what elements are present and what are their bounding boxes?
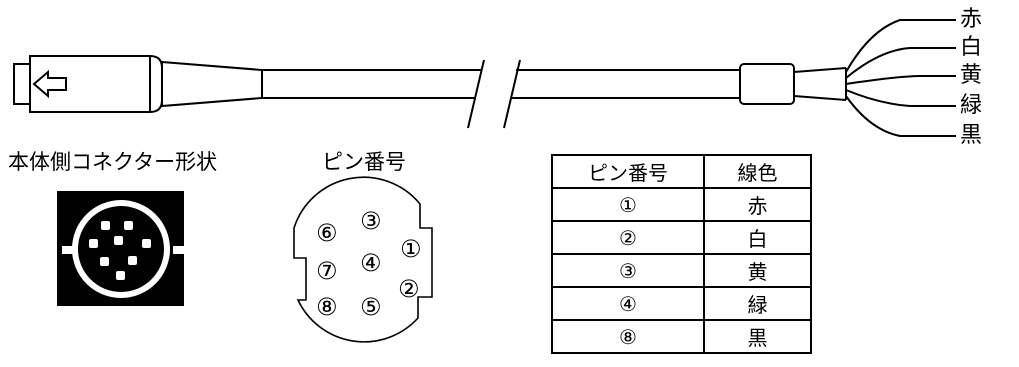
pin-color-table: ピン番号 線色 ① 赤 ② 白 ③ 黄 ④ 緑 ⑧ 黒 [551,154,812,354]
cable-ferrule [739,63,795,105]
plug-tip [13,63,31,105]
pin-2: ② [398,275,420,303]
pin-8: ⑧ [316,293,338,321]
break-mark [503,59,521,129]
connector-face [57,191,185,306]
table-header-pin: ピン番号 [551,154,705,189]
wire-label-yellow: 黄 [960,63,983,88]
table-cell-pin: ① [551,187,705,222]
arrow-left-icon [32,69,67,99]
pin-5: ⑤ [360,293,382,321]
table-row: ③ 黄 [551,253,812,288]
table-cell-pin: ⑧ [551,319,705,354]
table-cell-pin: ② [551,220,705,255]
table-cell-pin: ④ [551,286,705,321]
wire-black [845,95,956,137]
table-cell-color: 白 [703,220,812,255]
table-header-color: 線色 [703,154,812,189]
plug-boot [161,60,263,108]
table-cell-pin: ③ [551,253,705,288]
table-cell-color: 黄 [703,253,812,288]
wire-white [845,47,956,79]
wire-red [845,19,956,73]
wire-label-white: 白 [960,35,983,60]
pin-1: ① [400,235,422,263]
connector-shape-label: 本体側コネクター形状 [8,150,218,174]
table-row: ② 白 [551,220,812,255]
pin-7: ⑦ [316,257,338,285]
table-row: ① 赤 [551,187,812,222]
wire-label-green: 緑 [960,93,983,118]
pin-6: ⑥ [316,219,338,247]
break-mark [467,59,485,129]
wire-label-black: 黒 [960,123,983,148]
wire-label-red: 赤 [960,7,983,32]
table-row: ⑧ 黒 [551,319,812,354]
table-cell-color: 緑 [703,286,812,321]
table-row: ④ 緑 [551,286,812,321]
pin-number-label: ピン番号 [322,150,406,174]
wire-yellow [845,75,956,85]
pin-4: ④ [360,249,382,277]
table-cell-color: 黒 [703,319,812,354]
table-header-row: ピン番号 線色 [551,154,812,189]
wire-green [845,89,956,107]
pin-outline [293,176,433,343]
pin-3: ③ [360,207,382,235]
table-cell-color: 赤 [703,187,812,222]
plug-body [29,55,163,113]
